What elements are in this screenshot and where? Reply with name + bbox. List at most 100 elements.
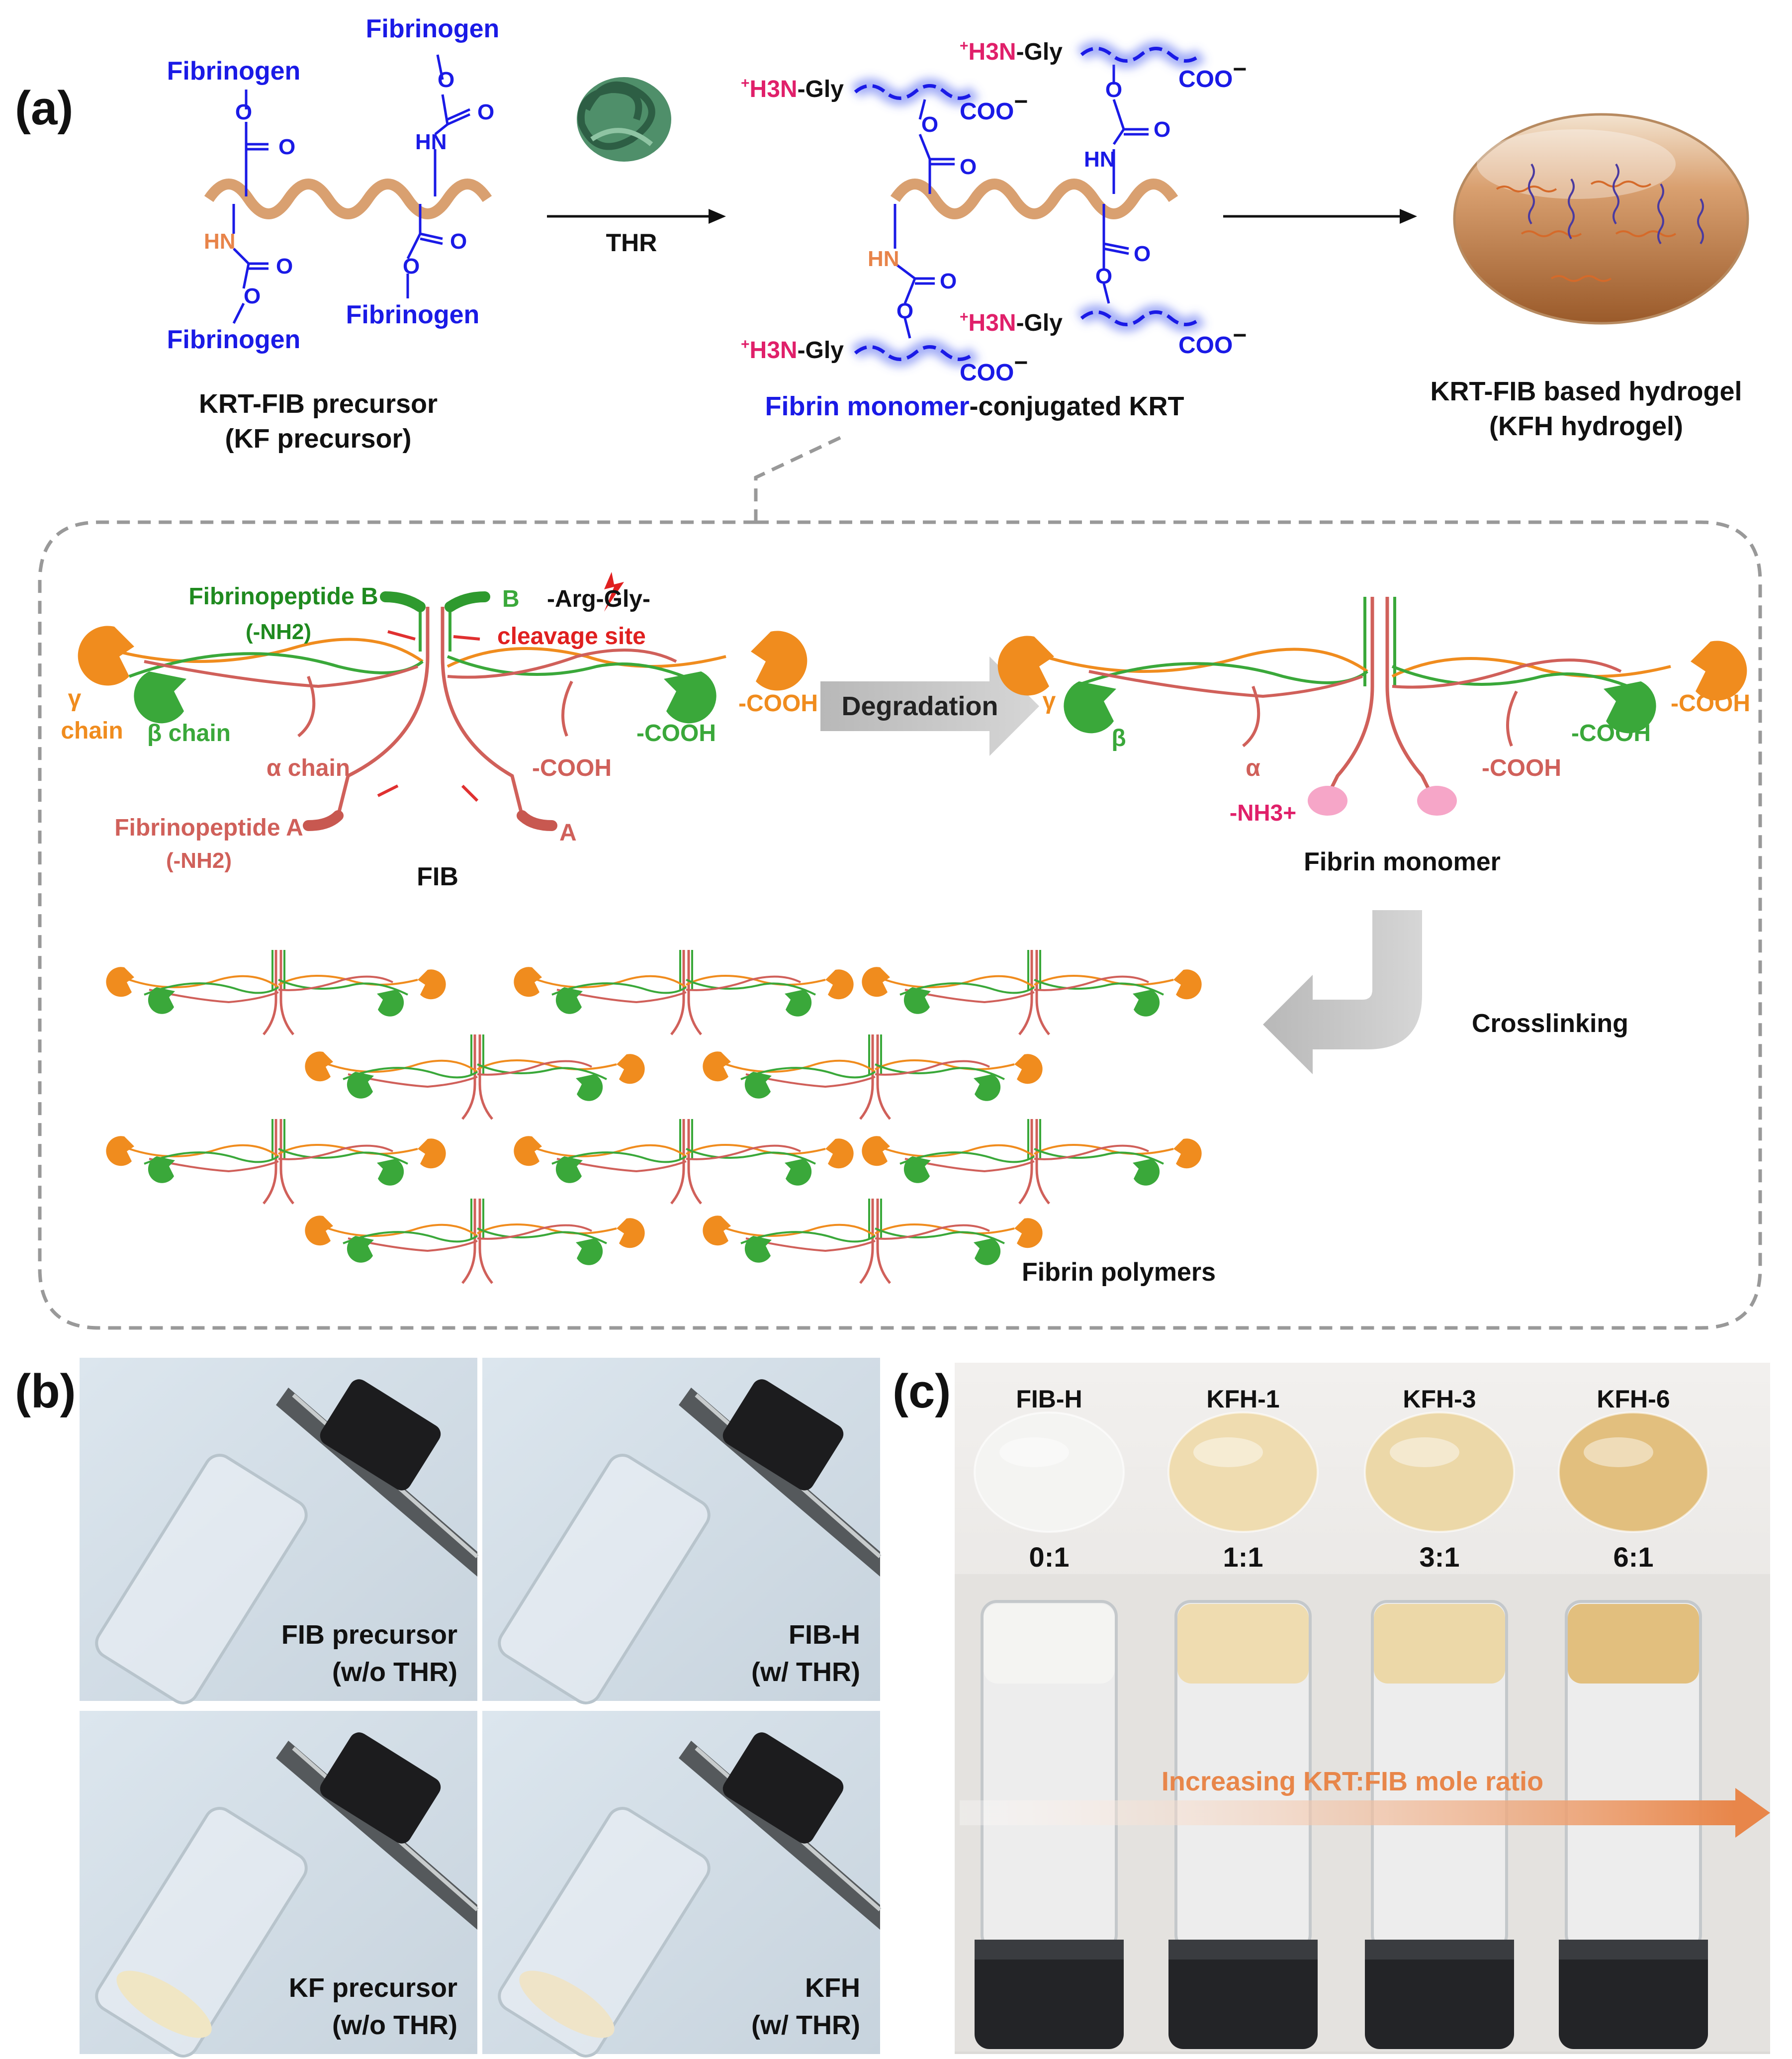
kf-precursor-structure: O O HN O O HN O O O O Fibrinogen Fibrino… — [167, 14, 500, 354]
atom-o: O — [1134, 242, 1151, 266]
fib-molecule — [78, 572, 807, 831]
atom-o: O — [477, 100, 494, 124]
kf-precursor-caption: KRT-FIB precursor — [199, 389, 438, 419]
inverted-vial — [1559, 1600, 1708, 2049]
arrow-thr-head — [709, 209, 726, 224]
cooh-label: -COOH — [532, 755, 612, 781]
atom-o: O — [276, 254, 293, 279]
fibrin-polymers-network — [106, 950, 1202, 1284]
polymer-monomer-unit — [106, 1119, 446, 1205]
arrow-label-thr: THR — [606, 229, 657, 257]
panel-b-photos: FIB precursor(w/o THR)FIB-H(w/ THR)KF pr… — [80, 1358, 882, 2058]
atom-o: O — [1095, 264, 1112, 288]
cooh-label: -COOH — [738, 690, 818, 717]
vial-photo: FIB precursor(w/o THR) — [80, 1358, 479, 1704]
degradation-label: Degradation — [841, 691, 998, 721]
inverted-vial — [1365, 1600, 1514, 2049]
atom-o: O — [896, 299, 913, 323]
sample-column: KFH-3 3:1 — [1364, 1385, 1515, 2049]
atom-o: O — [403, 254, 420, 279]
sample-column: KFH-66:1 — [1558, 1385, 1709, 2049]
fibrinopeptide-b-label: Fibrinopeptide B — [188, 583, 378, 610]
polymer-monomer-unit — [514, 1119, 854, 1205]
cation-group: +H3N-Gly — [741, 336, 844, 364]
atom-hn: HN — [415, 130, 447, 154]
crosslinking-arrow — [1263, 910, 1422, 1074]
monomer-gamma-label: γ — [1043, 688, 1056, 714]
cooh-label: -COOH — [636, 720, 716, 747]
panel-c-samples: FIB-H0:1 KFH-1 1:1 KFH-3 3:1 KFH-66:1 — [974, 1385, 1709, 2049]
sample-name: KFH-3 — [1403, 1385, 1476, 1413]
arg-gly-label: -Arg-Gly- — [547, 586, 650, 612]
fibrinogen-label: Fibrinogen — [167, 57, 301, 86]
monomer-cooh-label: -COOH — [1482, 755, 1561, 781]
hydrogel-disc — [1364, 1411, 1515, 1533]
panel-a-letter: (a) — [15, 82, 73, 135]
nh2-b-label: (-NH2) — [246, 620, 311, 644]
nh2-a-label: (-NH2) — [166, 848, 232, 873]
atom-o: O — [244, 284, 261, 308]
monomer-beta-label: β — [1111, 725, 1126, 751]
monomer-cooh-label: -COOH — [1671, 690, 1750, 717]
vial-caption-line1: KFH — [805, 1973, 860, 2003]
panel-b-letter: (b) — [15, 1365, 76, 1418]
b-short-label: B — [502, 586, 520, 612]
polymer-monomer-unit — [703, 1199, 1043, 1284]
panel-c-letter: (c) — [893, 1365, 951, 1418]
vial-caption-line2: (w/o THR) — [332, 1657, 457, 1687]
sample-ratio: 3:1 — [1420, 1541, 1460, 1573]
vial-caption-line1: FIB-H — [789, 1620, 860, 1650]
sample-ratio: 0:1 — [1029, 1541, 1070, 1573]
fibrin-polymers-label: Fibrin polymers — [1022, 1258, 1216, 1287]
glass-vial — [95, 1454, 308, 1704]
hydrogel-disc — [1167, 1411, 1319, 1533]
sample-name: KFH-1 — [1206, 1385, 1279, 1413]
vial-photo: KFH (w/ THR) — [482, 1711, 882, 2058]
vial-caption-line2: (w/ THR) — [751, 2010, 860, 2040]
monomer-alpha-label: α — [1246, 755, 1260, 781]
anion-group: COO− — [1178, 56, 1247, 93]
polymer-monomer-unit — [305, 1199, 645, 1284]
vial-caption-line2: (w/o THR) — [332, 2010, 457, 2040]
polymer-monomer-unit — [862, 1119, 1202, 1205]
gamma-label: γ — [68, 685, 82, 712]
polymer-monomer-unit — [703, 1034, 1043, 1120]
atom-hn: HN — [868, 247, 899, 271]
alpha-chain-label: α chain — [267, 755, 350, 781]
fibrin-monomer-molecule — [997, 597, 1747, 816]
sample-name: KFH-6 — [1597, 1385, 1670, 1413]
hydrogel-caption-2: (KFH hydrogel) — [1489, 411, 1683, 441]
fibrinogen-label: Fibrinogen — [167, 325, 301, 354]
monomer-cooh-label: -COOH — [1571, 720, 1651, 747]
atom-o: O — [278, 135, 295, 159]
atom-o: O — [450, 229, 467, 254]
hydrogel-disc — [974, 1411, 1125, 1533]
krt-helix — [204, 179, 492, 219]
fibrin-monomer-name: Fibrin monomer — [1304, 847, 1501, 876]
hydrogel-caption: KRT-FIB based hydrogel — [1430, 376, 1742, 406]
anion-group: COO− — [960, 350, 1028, 386]
sample-column: KFH-1 1:1 — [1167, 1385, 1319, 2049]
atom-o: O — [235, 100, 252, 124]
atom-o: O — [960, 155, 977, 179]
arrow-to-hydrogel-head — [1400, 209, 1417, 224]
hydrogel-disc — [1558, 1411, 1709, 1533]
cation-group: +H3N-Gly — [960, 38, 1063, 65]
vial-photo: FIB-H(w/ THR) — [482, 1358, 882, 1704]
vial-cap — [722, 1379, 844, 1491]
vial-cap — [320, 1379, 441, 1491]
ratio-arrow — [960, 1788, 1770, 1838]
cation-group: +H3N-Gly — [960, 309, 1063, 336]
fibrinogen-label: Fibrinogen — [366, 14, 500, 43]
beta-chain-label: β chain — [147, 720, 231, 747]
atom-o: O — [1154, 117, 1170, 142]
sample-ratio: 1:1 — [1223, 1541, 1263, 1573]
monomer-nh3-label: -NH3+ — [1230, 800, 1296, 826]
fibrinogen-label: Fibrinogen — [346, 300, 480, 329]
vial-photo: KF precursor(w/o THR) — [80, 1711, 479, 2058]
atom-o: O — [1105, 78, 1122, 102]
degradation-arrow — [820, 656, 1039, 756]
sample-column: FIB-H0:1 — [974, 1385, 1125, 2049]
polymer-monomer-unit — [862, 950, 1202, 1035]
